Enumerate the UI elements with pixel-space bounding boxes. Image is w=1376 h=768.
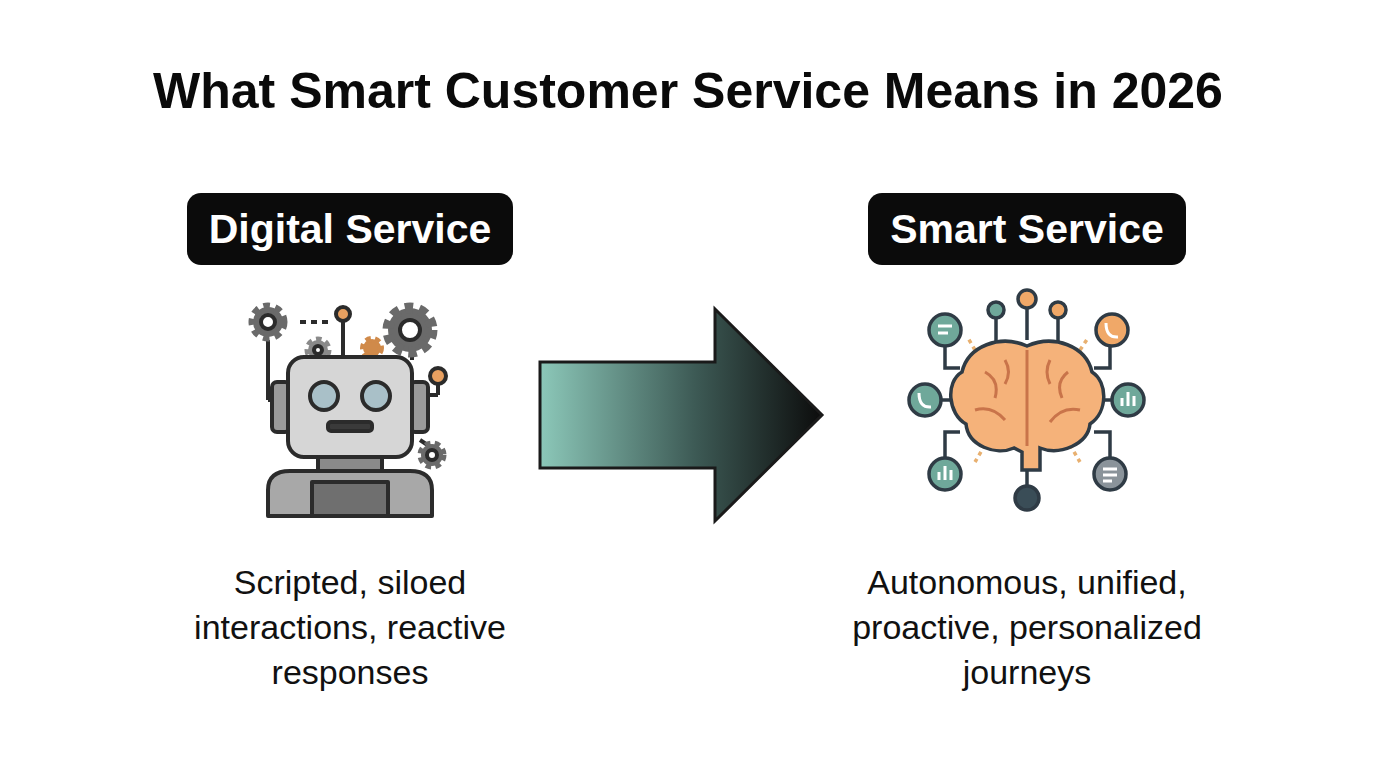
diagram-title: What Smart Customer Service Means in 202… bbox=[0, 62, 1376, 120]
service-column: Smart ServiceAutonomous, unified, proact… bbox=[822, 193, 1232, 695]
service-label: Smart Service bbox=[868, 193, 1186, 265]
service-label: Digital Service bbox=[187, 193, 514, 265]
transition-arrow bbox=[540, 309, 822, 521]
brain-network-icon bbox=[909, 290, 1144, 510]
service-column: Digital ServiceScripted, siloed interact… bbox=[160, 193, 540, 695]
service-description: Scripted, siloed interactions, reactive … bbox=[160, 560, 540, 695]
service-description: Autonomous, unified, proactive, personal… bbox=[822, 560, 1232, 695]
robot-icon bbox=[253, 307, 446, 516]
